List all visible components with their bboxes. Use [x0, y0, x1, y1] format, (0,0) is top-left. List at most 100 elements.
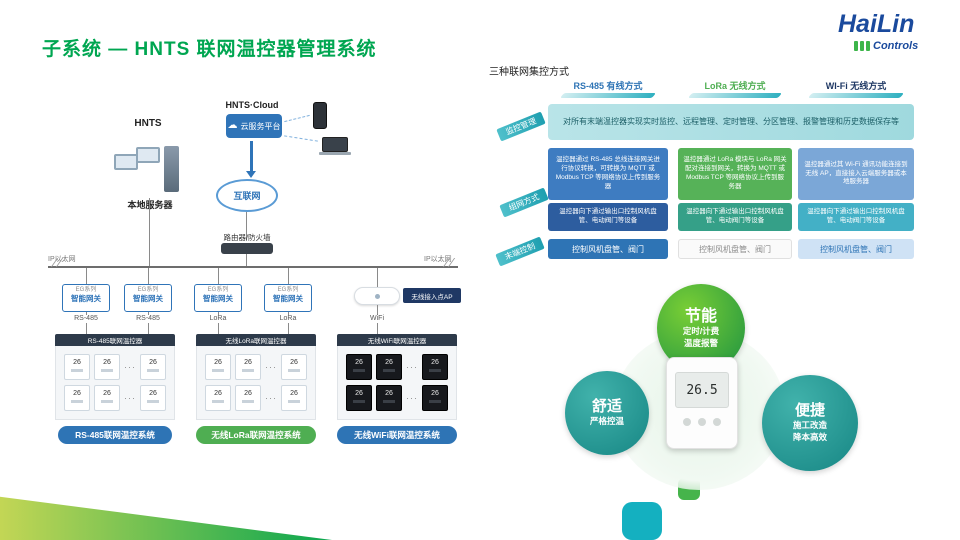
gateway-series-label: EG系列: [207, 287, 229, 293]
panel-header: 无线WiFi联网温控器: [337, 334, 457, 346]
thermostat-tile: 26: [422, 354, 448, 381]
connector-line: [246, 212, 247, 241]
deco-square-teal: [622, 502, 662, 540]
header-underline: [559, 93, 657, 98]
ellipsis: ···: [265, 362, 277, 373]
port-label: RS-485: [128, 315, 168, 324]
wireless-link-line: [284, 114, 310, 123]
thermostat-button-icon: [698, 418, 706, 426]
matrix-row-label: 监控管理: [496, 111, 546, 142]
thermostat-tile: 26: [376, 384, 402, 411]
benefit-comfort: 舒适 严格控温: [565, 371, 649, 455]
gateway-label: 智能网关: [273, 294, 303, 304]
benefit-convenient-title: 便捷: [794, 402, 825, 420]
matrix-row-label: 组网方式: [499, 187, 549, 218]
ethernet-label-right: IP以太网: [424, 256, 452, 263]
bottom-left-swoosh: [0, 496, 332, 540]
monitor-icon: [136, 147, 160, 163]
gateway-label: 智能网关: [203, 294, 233, 304]
phone-icon: [313, 102, 327, 129]
ellipsis: ···: [265, 392, 277, 403]
network-cell-bottom: 温控器向下通过输出口控制风机盘管、电动阀门等设备: [678, 203, 792, 231]
benefit-comfort-title: 舒适: [591, 398, 622, 416]
logo-bars-icon: [854, 41, 870, 51]
port-label: LoRa: [198, 315, 238, 324]
gateway-label: 智能网关: [71, 294, 101, 304]
port-label: RS-485: [66, 315, 106, 324]
benefit-convenient: 便捷 施工改造 降本高效: [762, 375, 858, 471]
gateway-series-label: EG系列: [137, 287, 159, 293]
network-cell-top: 温控器通过其 Wi-Fi 通讯功能连接到无线 AP，直接接入云端服务器或本地服务…: [798, 148, 914, 200]
local-server-label: 本地服务器: [108, 198, 192, 211]
internet-cloud: 互联网: [216, 179, 278, 212]
panel-body: 26 26 ··· 26 26 26 ··· 26: [196, 346, 316, 420]
port-label: WiFi: [357, 315, 397, 324]
panel-header: 无线LoRa联网温控器: [196, 334, 316, 346]
thermostat-button-icon: [683, 418, 691, 426]
server-tower-icon: [164, 146, 179, 192]
thermostat-tile: 26: [235, 384, 261, 411]
port-label: LoRa: [268, 315, 308, 324]
matrix-title: 三种联网集控方式: [489, 67, 569, 78]
thermostat-tile: 26: [376, 354, 402, 381]
network-cell-top: 温控器通过 RS-485 总线连接网关进行协议转换，可转换为 MQTT 或 Mo…: [548, 148, 668, 200]
thermostat-button-icon: [713, 418, 721, 426]
thermostat-tile: 26: [94, 354, 120, 381]
logo-sub-text: Controls: [873, 40, 919, 52]
thermostat-tile: 26: [235, 354, 261, 381]
thermostat-buttons: [667, 418, 737, 426]
connector-line: [218, 268, 219, 285]
ellipsis: ···: [406, 362, 418, 373]
thermostat-tile: 26: [422, 384, 448, 411]
connector-line: [148, 268, 149, 285]
cloud-platform-label: 云服务平台: [240, 121, 281, 131]
benefit-convenient-line: 降本高效: [792, 432, 827, 442]
system-pill-lora: 无线LoRa联网温控系统: [196, 426, 316, 444]
panel-rs485: RS-485联网温控器 26 26 ··· 26 26 26 ··· 26: [55, 334, 175, 420]
laptop-icon: [322, 137, 348, 152]
system-pill-rs485: RS-485联网温控系统: [58, 426, 172, 444]
logo-subline: Controls: [854, 40, 938, 52]
benefit-energy-title: 节能: [684, 307, 717, 325]
thermostat-tile: 26: [205, 354, 231, 381]
thermostat-display: 26.5: [675, 372, 729, 408]
router-icon: [221, 243, 273, 254]
hnts-cloud-label: HNTS·Cloud: [225, 100, 279, 110]
matrix-column-lora: LoRa 无线方式: [704, 81, 766, 91]
panel-body: 26 26 ··· 26 26 26 ··· 26: [55, 346, 175, 420]
cloud-internet-link: [250, 141, 253, 173]
hailin-logo: HaiLin Controls: [838, 12, 938, 53]
thermostat-tile: 26: [281, 354, 307, 381]
matrix-row-label: 末端控制: [495, 236, 545, 267]
thermostat-tile: 26: [64, 384, 90, 411]
hnts-label: HNTS: [134, 118, 162, 129]
thermostat-tile: 26: [94, 384, 120, 411]
panel-body: 26 26 ··· 26 26 26 ··· 26: [337, 346, 457, 420]
matrix-column-rs485: RS-485 有线方式: [573, 81, 643, 91]
network-cell-bottom: 温控器向下通过输出口控制风机盘管、电动阀门等设备: [548, 203, 668, 231]
control-cell: 控制风机盘管、阀门: [798, 239, 914, 259]
gateway-box: EG系列 智能网关: [194, 284, 242, 312]
ethernet-bus-line: [48, 266, 458, 268]
header-underline: [687, 93, 783, 98]
monitor-icon: [114, 154, 138, 170]
arrow-down-icon: [246, 171, 256, 178]
wireless-link-line: [284, 135, 318, 142]
control-cell: 控制风机盘管、阀门: [548, 239, 668, 259]
cloud-platform-box: ☁ 云服务平台: [226, 114, 282, 138]
thermostat-tile: 26: [64, 354, 90, 381]
thermostat-tile: 26: [140, 384, 166, 411]
gateway-series-label: EG系列: [75, 287, 97, 293]
network-cell-bottom: 温控器向下通过输出口控制风机盘管、电动阀门等设备: [798, 203, 914, 231]
gateway-box: EG系列 智能网关: [62, 284, 110, 312]
panel-wifi: 无线WiFi联网温控器 26 26 ··· 26 26 26 ··· 26: [337, 334, 457, 420]
system-pill-wifi: 无线WiFi联网温控系统: [337, 426, 457, 444]
connector-line: [86, 268, 87, 285]
thermostat-device: 26.5: [666, 357, 738, 449]
monitoring-cell: 对所有末端温控器实现实时监控、远程管理、定时管理、分区管理、报警管理和历史数据保…: [548, 104, 914, 140]
ap-icon: [354, 287, 400, 305]
ethernet-label-left: IP以太网: [48, 256, 76, 263]
network-cell-top: 温控器通过 LoRa 模块与 LoRa 网关配对连接到网关，转换为 MQTT 或…: [678, 148, 792, 200]
gateway-label: 智能网关: [133, 294, 163, 304]
matrix-column-wifi: WI-Fi 无线方式: [825, 81, 887, 91]
